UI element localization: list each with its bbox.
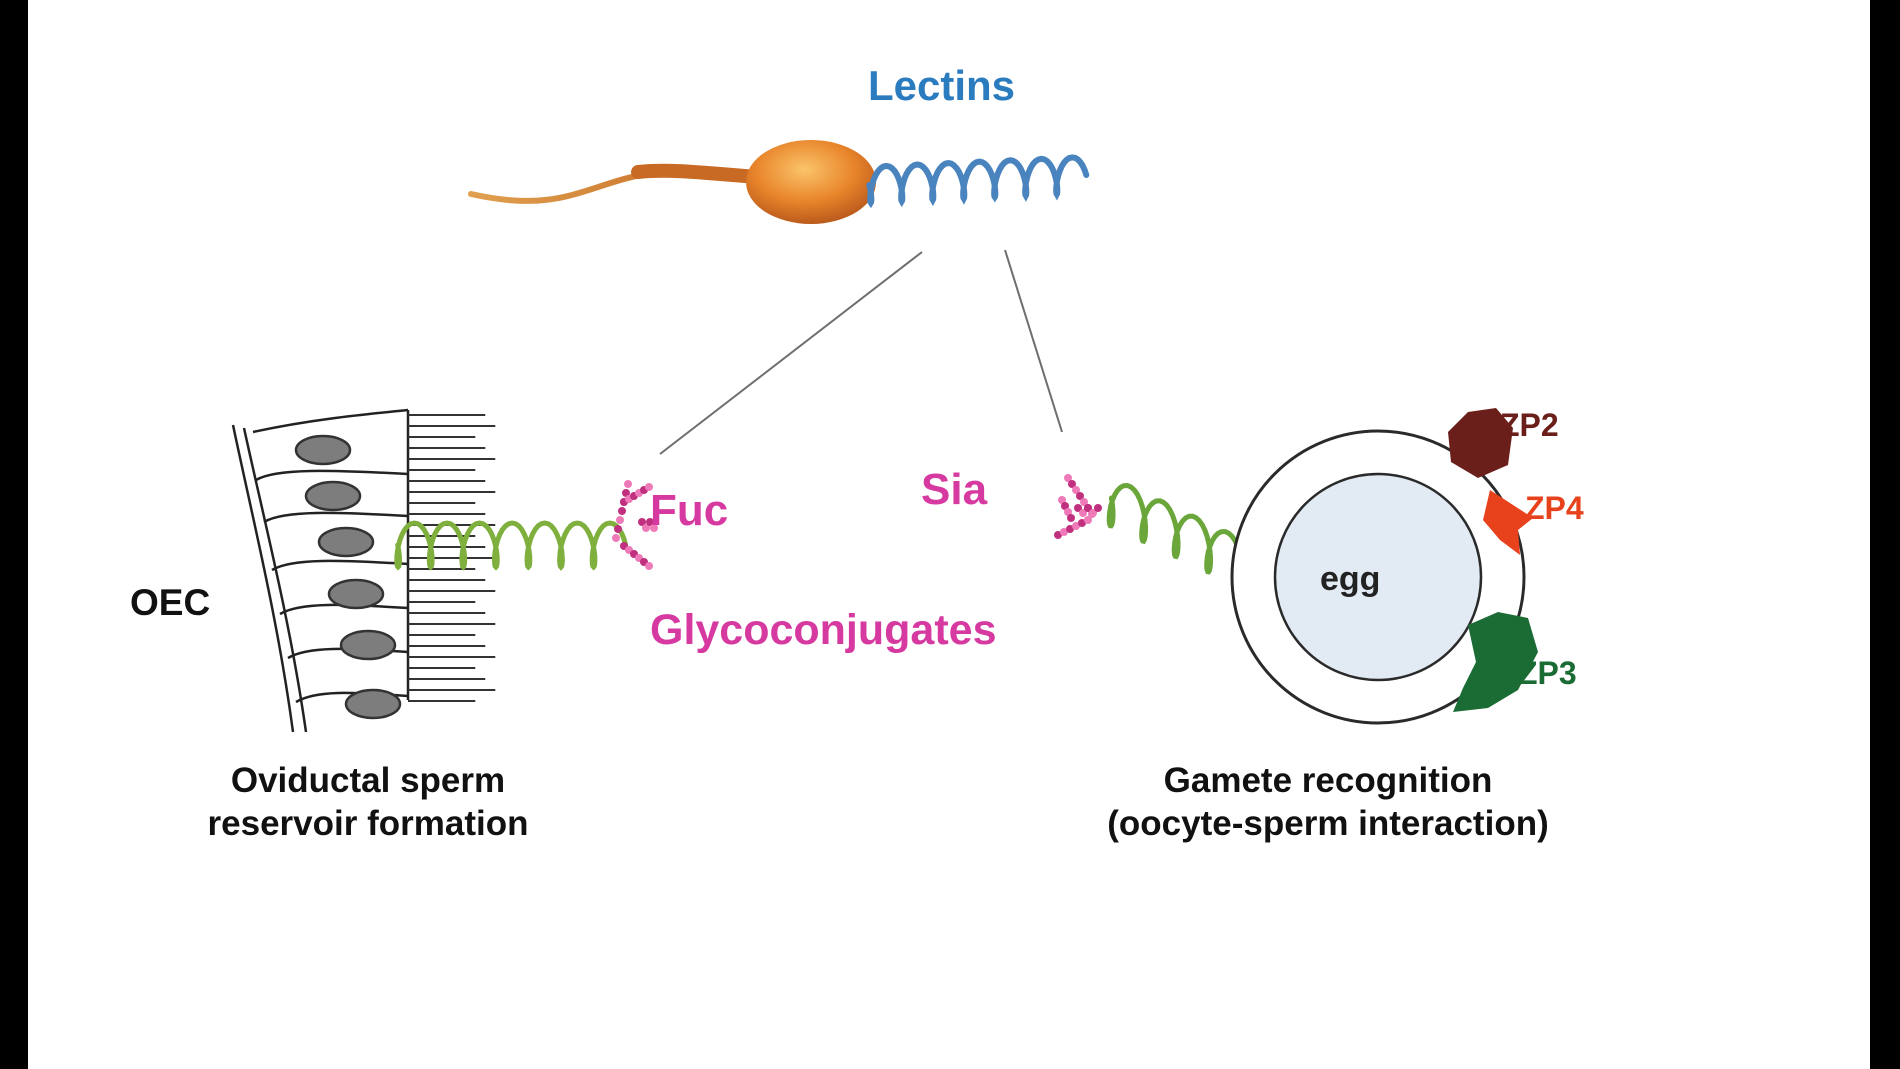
egg-label: egg — [1320, 560, 1381, 598]
sperm-cell-icon — [468, 140, 1090, 224]
cell-nucleus — [327, 578, 385, 610]
lectins-label: Lectins — [868, 62, 1016, 109]
sialic-acid-residue — [1078, 519, 1086, 527]
fucose-residue — [614, 525, 622, 533]
right-caption-line2: (oocyte-sperm interaction) — [1107, 803, 1549, 843]
fucose-residue — [622, 489, 630, 497]
glycoconjugates-label: Glycoconjugates — [650, 606, 997, 654]
sialic-acid-residue — [1084, 504, 1092, 512]
fucose-residue — [612, 534, 620, 542]
sialic-acid-residue — [1061, 502, 1069, 510]
sialic-acid-residue — [1094, 504, 1102, 512]
fucose-residue — [645, 562, 653, 570]
sialic-acid-residue — [1064, 508, 1072, 516]
sialic-acid-residue — [1080, 498, 1088, 506]
cell-nucleus — [317, 526, 375, 558]
sialic-acid-residue — [1066, 525, 1074, 533]
fucose-residue — [646, 518, 654, 526]
fucose-residue — [638, 518, 646, 526]
cell-nucleus — [344, 688, 402, 720]
sialic-acid-residue — [1064, 474, 1072, 482]
diagram-frame: Lectins Fuc Sia Glycoconjugates OEC egg … — [28, 0, 1870, 1069]
sialic-acid-glycan-chain — [1054, 474, 1102, 539]
sialic-acid-residue — [1089, 509, 1097, 517]
connector-line-right — [1004, 249, 1063, 433]
egg-oocyte-icon — [1230, 408, 1538, 725]
fucose-residue — [642, 524, 650, 532]
sialic-acid-residue — [1058, 496, 1066, 504]
zp2-label: ZP2 — [1500, 407, 1559, 443]
fucose-residue — [650, 524, 658, 532]
cell-nucleus — [339, 629, 397, 661]
zp4-label: ZP4 — [1525, 490, 1584, 526]
sialic-acid-residue — [1054, 531, 1062, 539]
oec-label: OEC — [130, 582, 211, 623]
right-caption: Gamete recognition (oocyte-sperm interac… — [1078, 760, 1578, 845]
lectin-helix — [866, 154, 1090, 209]
zp3-label: ZP3 — [1518, 655, 1577, 691]
sialic-acid-residue — [1074, 504, 1082, 512]
sialic-acid-residue — [1076, 492, 1084, 500]
cell-nucleus — [304, 480, 362, 512]
fucose-glycan-chain — [612, 480, 658, 570]
fuc-label: Fuc — [650, 486, 729, 535]
sialic-acid-residue — [1072, 486, 1080, 494]
sialic-acid-residue — [1084, 516, 1092, 524]
oviduct-epithelial-cells-icon — [231, 408, 496, 733]
cell-dividers — [255, 469, 409, 704]
fucose-residue — [618, 507, 626, 515]
sialic-acid-residue — [1068, 480, 1076, 488]
connector-line-left — [659, 251, 923, 455]
fucose-residue — [616, 516, 624, 524]
sialic-acid-residue — [1067, 514, 1075, 522]
fucose-residue — [645, 483, 653, 491]
left-caption-line1: Oviductal sperm — [230, 761, 506, 800]
sialic-acid-residue — [1072, 522, 1080, 530]
cell-nucleus — [294, 434, 352, 466]
zp4-protein-shape — [1483, 490, 1533, 555]
zp3-protein-shape — [1453, 612, 1538, 712]
oec-glycoprotein-helix — [394, 520, 629, 571]
right-caption-line1: Gamete recognition — [1163, 761, 1493, 800]
fucose-residue — [624, 480, 632, 488]
zp2-protein-shape — [1448, 408, 1513, 478]
diagram-canvas — [231, 140, 1538, 733]
sialic-acid-residue — [1060, 528, 1068, 536]
sialic-acid-residue — [1079, 509, 1087, 517]
left-caption: Oviductal sperm reservoir formation — [148, 760, 588, 845]
sia-label: Sia — [921, 465, 988, 514]
cilia-brush-border — [408, 414, 496, 702]
cell-nuclei — [294, 434, 402, 720]
left-caption-line2: reservoir formation — [207, 803, 529, 843]
